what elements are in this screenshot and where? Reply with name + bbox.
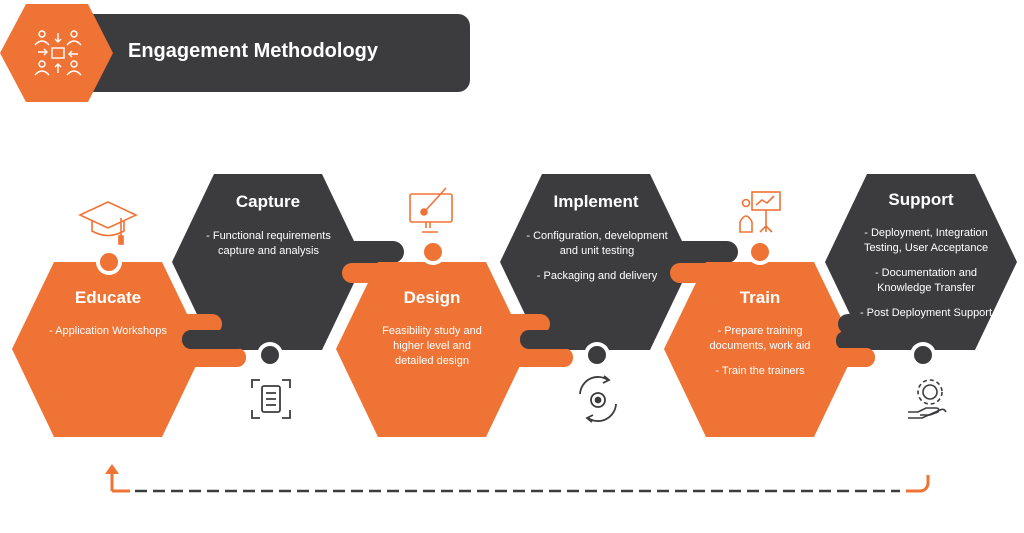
step-educate-shape: [12, 262, 246, 437]
monitor-brush-icon: [409, 187, 453, 233]
step-item: - Post Deployment Support: [859, 307, 993, 319]
step-title: Design: [403, 288, 461, 307]
graduation-cap-icon: [78, 201, 138, 245]
step-item: Feasibility study and higher level and d…: [382, 325, 482, 367]
step-item: - Packaging and delivery: [536, 270, 658, 282]
step-item: - Documentation and Knowledge Transfer: [874, 267, 978, 294]
step-capture-shape: [172, 174, 404, 350]
step-support-shape: [825, 174, 1017, 350]
tab-support-left: [838, 314, 908, 334]
step-title: Train: [739, 288, 781, 307]
step-description: - Deployment, Integration Testing, User …: [852, 226, 1000, 321]
step-title: Capture: [235, 192, 301, 211]
step-description: - Configuration, development and unit te…: [518, 229, 676, 284]
tab-train-right: [805, 348, 875, 367]
step-implement-shape: [500, 174, 738, 350]
step-description: - Functional requirements capture and an…: [196, 229, 341, 259]
step-design-shape: [336, 262, 573, 437]
connector-dots: [96, 239, 936, 368]
step-description: - Prepare training documents, work aid -…: [700, 324, 820, 379]
step-description: - Application Workshops: [48, 324, 168, 339]
step-item: - Configuration, development and unit te…: [526, 230, 668, 257]
step-item: - Application Workshops: [49, 325, 167, 337]
step-title: Implement: [553, 192, 639, 211]
header: [0, 4, 470, 102]
tab-implement-lower: [520, 330, 580, 349]
step-train-shape: [664, 262, 856, 437]
step-title: Educate: [74, 288, 142, 307]
step-item: - Deployment, Integration Testing, User …: [863, 227, 989, 254]
step-title: Support: [888, 190, 954, 209]
cycle-arrow: [105, 464, 930, 493]
team-collaboration-icon: [34, 30, 82, 76]
tab-support-lower: [836, 331, 908, 350]
step-item: - Train the trainers: [715, 365, 805, 377]
step-item: - Prepare training documents, work aid: [709, 325, 811, 352]
header-hexagon: [0, 4, 113, 102]
document-scan-icon: [251, 379, 291, 419]
gear-cycle-icon: [579, 375, 617, 423]
presenter-board-icon: [739, 191, 781, 233]
tab-capture-lower: [182, 330, 247, 349]
step-item: - Functional requirements capture and an…: [206, 230, 331, 257]
step-description: Feasibility study and higher level and d…: [377, 324, 487, 369]
header-bar: [70, 14, 470, 92]
hand-gear-icon: [908, 379, 947, 419]
page-title: Engagement Methodology: [128, 40, 378, 62]
